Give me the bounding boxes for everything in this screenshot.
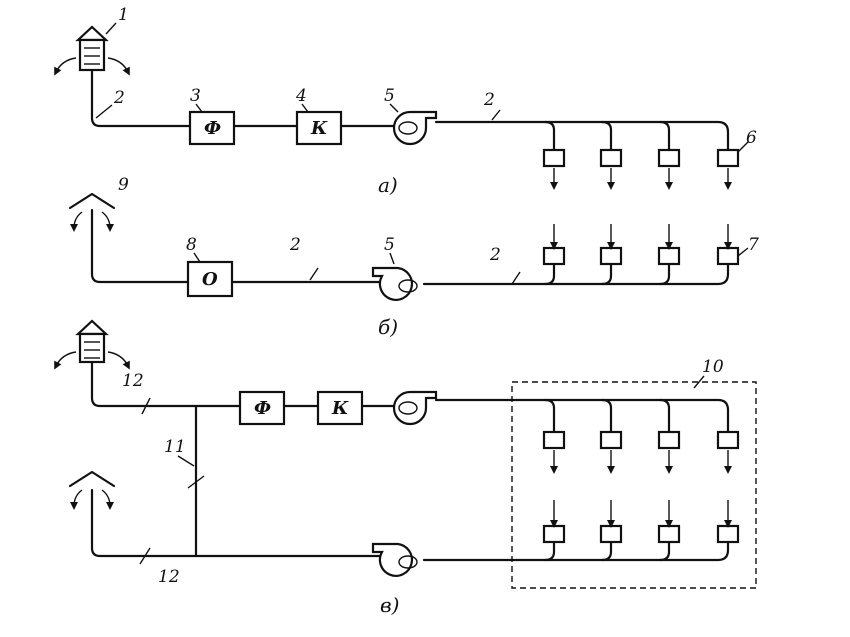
caption-a: а): [378, 173, 398, 197]
filter-box-v: [238, 390, 286, 426]
label-7: 7: [748, 235, 759, 255]
intake-shaft-v-top: [54, 319, 130, 370]
cooler-label-v: К: [331, 398, 349, 419]
caption-v: в): [380, 593, 399, 617]
fan-b: [371, 266, 418, 301]
label-2-b-right: 2: [489, 245, 501, 265]
inlets-v-lower: [542, 500, 740, 544]
outlets-a: [542, 141, 749, 190]
cooler-box-v: [316, 390, 364, 426]
room-boundary-10: [511, 381, 757, 589]
damper-11: [187, 475, 205, 489]
caption-b: б): [378, 315, 398, 339]
duct-v-lower-distribution: [422, 540, 730, 562]
label-2-a-right: 2: [483, 90, 495, 110]
label-1: 1: [118, 5, 129, 25]
heater-label-b: О: [202, 269, 218, 290]
outlets-v-upper: [542, 430, 740, 474]
label-11: 11: [164, 437, 186, 457]
label-4: 4: [295, 86, 307, 106]
inlets-b: [542, 224, 749, 266]
filter-box-a: [188, 110, 236, 146]
label-2-a-left: 2: [113, 88, 125, 108]
damper-12-upper: [141, 397, 151, 415]
duct-v-lower-supply: [90, 488, 386, 558]
duct-v-upper-supply: [90, 360, 395, 408]
duct-a-supply: [90, 68, 395, 128]
cooler-label-a: К: [310, 118, 328, 139]
scheme-b: О 9 8 2 5 2 7 б): [68, 175, 759, 339]
intake-shaft-b: [68, 192, 116, 232]
scheme-v: Ф К: [54, 319, 757, 617]
duct-v-upper-distribution: [434, 398, 730, 434]
label-12-upper: 12: [122, 371, 144, 391]
filter-label-a: Ф: [204, 118, 221, 139]
intake-shaft-a: [54, 25, 130, 76]
duct-b-supply: [90, 208, 382, 284]
duct-b-distribution: [422, 262, 730, 286]
label-8: 8: [186, 235, 197, 255]
fan-a: [392, 110, 438, 146]
heater-box-b: [186, 260, 234, 298]
label-12-lower: 12: [158, 567, 180, 587]
scheme-a: Ф К 1 2 3 4 5: [54, 5, 757, 197]
label-6: 6: [746, 128, 757, 148]
label-10: 10: [702, 357, 724, 377]
label-9: 9: [118, 175, 129, 195]
fan-v-lower: [371, 542, 418, 577]
label-2-b-left: 2: [289, 235, 301, 255]
label-5-a: 5: [384, 86, 395, 106]
duct-a-distribution: [434, 120, 730, 152]
filter-label-v: Ф: [254, 398, 271, 419]
fan-v-upper: [392, 390, 438, 426]
intake-shaft-v-bottom: [68, 470, 116, 510]
cooler-box-a: [295, 110, 343, 146]
damper-12-lower: [139, 547, 151, 565]
label-3: 3: [190, 86, 201, 106]
label-5-b: 5: [384, 235, 395, 255]
